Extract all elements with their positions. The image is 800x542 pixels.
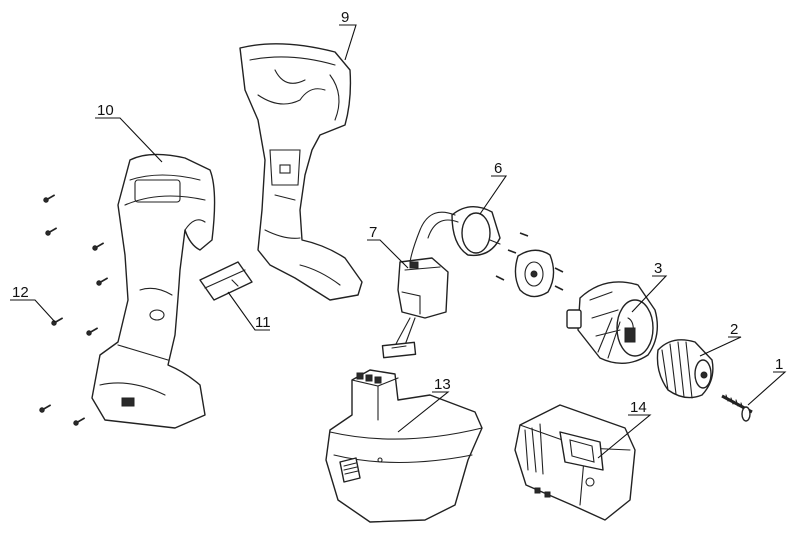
leader-12 (10, 299, 56, 323)
callout-3: 3 (654, 260, 662, 277)
charger-part (514, 404, 636, 521)
leader-lines (10, 24, 787, 459)
callout-12: 12 (12, 284, 29, 301)
leader-6 (479, 175, 508, 215)
right-housing-part (239, 43, 363, 301)
switch-part (381, 257, 449, 359)
chuck-screw-part (721, 394, 753, 422)
battery-part (325, 369, 483, 523)
motor-part (409, 206, 564, 298)
leader-2 (699, 336, 742, 357)
switch-plate-part (199, 261, 253, 301)
callout-6: 6 (494, 160, 502, 177)
leader-11 (227, 291, 270, 331)
leader-9 (339, 24, 357, 61)
leader-13 (397, 391, 450, 433)
leader-1 (747, 371, 787, 406)
leader-14 (597, 414, 652, 459)
chuck-part (656, 339, 714, 399)
callout-2: 2 (730, 321, 738, 338)
callout-14: 14 (630, 399, 647, 416)
gearbox-part (566, 281, 658, 364)
leader-7 (367, 239, 409, 269)
callout-labels: 9 10 6 7 3 2 1 11 12 13 14 (12, 9, 783, 416)
leader-3 (631, 275, 668, 313)
leader-10 (95, 117, 163, 163)
callout-1: 1 (775, 356, 783, 373)
callout-7: 7 (369, 224, 377, 241)
callout-10: 10 (97, 102, 114, 119)
left-housing-part (91, 153, 216, 429)
callout-13: 13 (434, 376, 451, 393)
callout-9: 9 (341, 9, 349, 26)
callout-11: 11 (255, 314, 271, 331)
